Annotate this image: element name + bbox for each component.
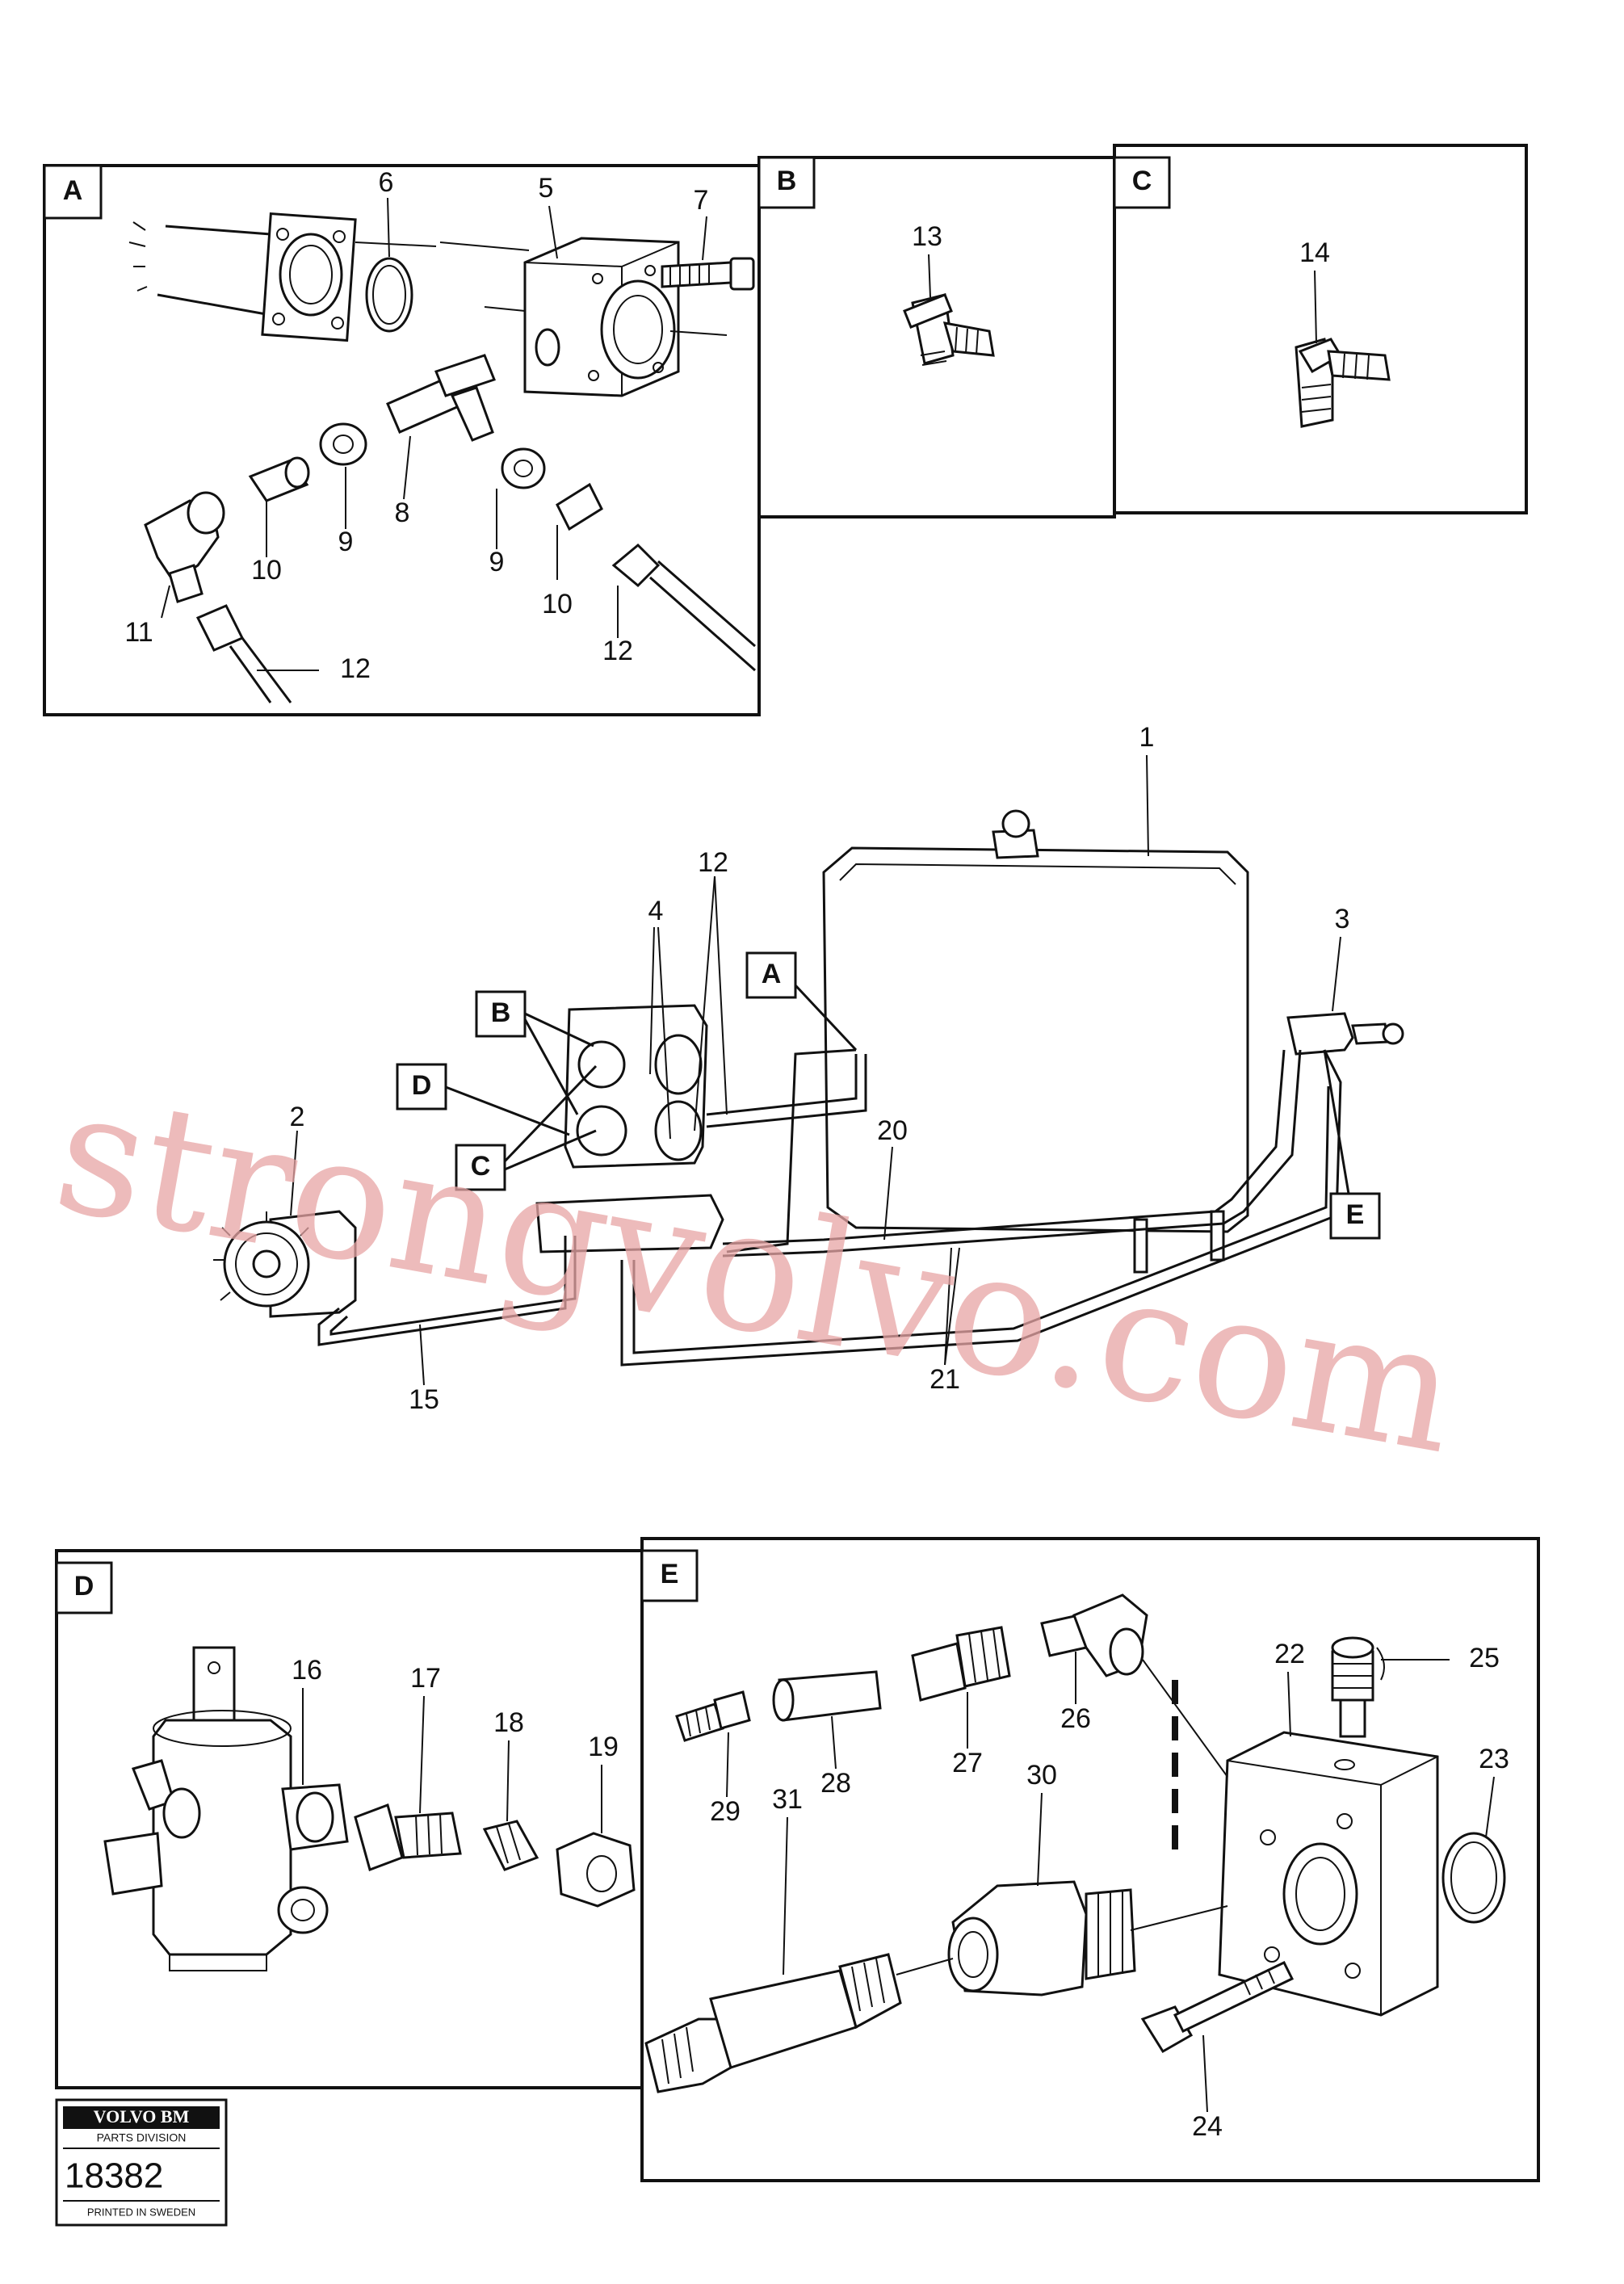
label-2: 2	[290, 1102, 305, 1132]
label-6: 6	[379, 167, 394, 198]
panel-c: C 14	[1113, 144, 1528, 514]
callout-a	[745, 951, 797, 999]
label-20: 20	[877, 1115, 908, 1146]
label-30: 30	[1026, 1760, 1057, 1791]
label-5: 5	[539, 173, 554, 204]
label-15: 15	[409, 1384, 439, 1415]
panel-c-label: C	[1132, 166, 1152, 196]
label-25: 25	[1469, 1643, 1500, 1673]
label-21: 21	[929, 1364, 960, 1395]
callout-b	[475, 990, 527, 1038]
callout-a-label: A	[762, 959, 782, 989]
callout-d-label: D	[412, 1070, 432, 1101]
label-9a: 9	[338, 527, 354, 557]
callout-e	[1329, 1192, 1381, 1240]
stamp-printed: PRINTED IN SWEDEN	[87, 2206, 195, 2218]
stamp-division: PARTS DIVISION	[97, 2131, 187, 2144]
stamp-brand-bar	[63, 2106, 220, 2129]
panel-d: D 16 17 18 19	[55, 1549, 644, 2089]
label-26: 26	[1060, 1703, 1091, 1734]
callout-b-label: B	[491, 997, 511, 1028]
label-12a: 12	[340, 653, 371, 684]
panel-b-label: B	[777, 166, 797, 196]
label-18: 18	[493, 1707, 524, 1738]
label-28: 28	[820, 1768, 851, 1799]
label-11: 11	[124, 617, 153, 648]
label-13: 13	[912, 221, 942, 252]
panel-e-label: E	[661, 1559, 679, 1589]
label-9b: 9	[489, 547, 505, 577]
callout-d	[396, 1063, 447, 1111]
label-19: 19	[588, 1732, 619, 1762]
label-12b: 12	[602, 636, 633, 666]
panel-d-label: D	[74, 1571, 94, 1602]
label-3: 3	[1335, 904, 1350, 934]
label-23: 23	[1479, 1744, 1509, 1774]
label-1: 1	[1139, 722, 1155, 753]
label-31: 31	[772, 1784, 803, 1815]
label-8: 8	[395, 498, 410, 528]
label-27: 27	[952, 1748, 983, 1778]
label-14: 14	[1299, 237, 1330, 268]
label-10a: 10	[251, 555, 282, 586]
label-10b: 10	[542, 589, 573, 619]
panel-a: A	[43, 164, 761, 716]
panel-b: B 13	[757, 156, 1116, 519]
label-4: 4	[648, 896, 664, 926]
label-22: 22	[1274, 1639, 1305, 1669]
main-assembly: 1 2 3 4 12 20	[213, 722, 1404, 1415]
label-12c: 12	[698, 847, 728, 878]
label-29: 29	[710, 1796, 741, 1827]
panel-a-label: A	[63, 175, 83, 206]
label-7: 7	[694, 185, 709, 216]
callout-c-label: C	[471, 1151, 491, 1182]
stamp-brand: VOLVO BM	[94, 2106, 190, 2127]
callout-c	[455, 1144, 506, 1191]
panel-e: E 22 23 25 24 30	[640, 1537, 1540, 2182]
stamp-number: 18382	[65, 2156, 163, 2196]
label-17: 17	[410, 1663, 441, 1694]
watermark: strongvolvo.com	[43, 1052, 1471, 1493]
callout-e-label: E	[1346, 1199, 1365, 1230]
volvo-bm-stamp: VOLVO BM PARTS DIVISION 18382 PRINTED IN…	[55, 2098, 228, 2227]
label-16: 16	[292, 1655, 322, 1686]
label-24: 24	[1192, 2111, 1223, 2142]
